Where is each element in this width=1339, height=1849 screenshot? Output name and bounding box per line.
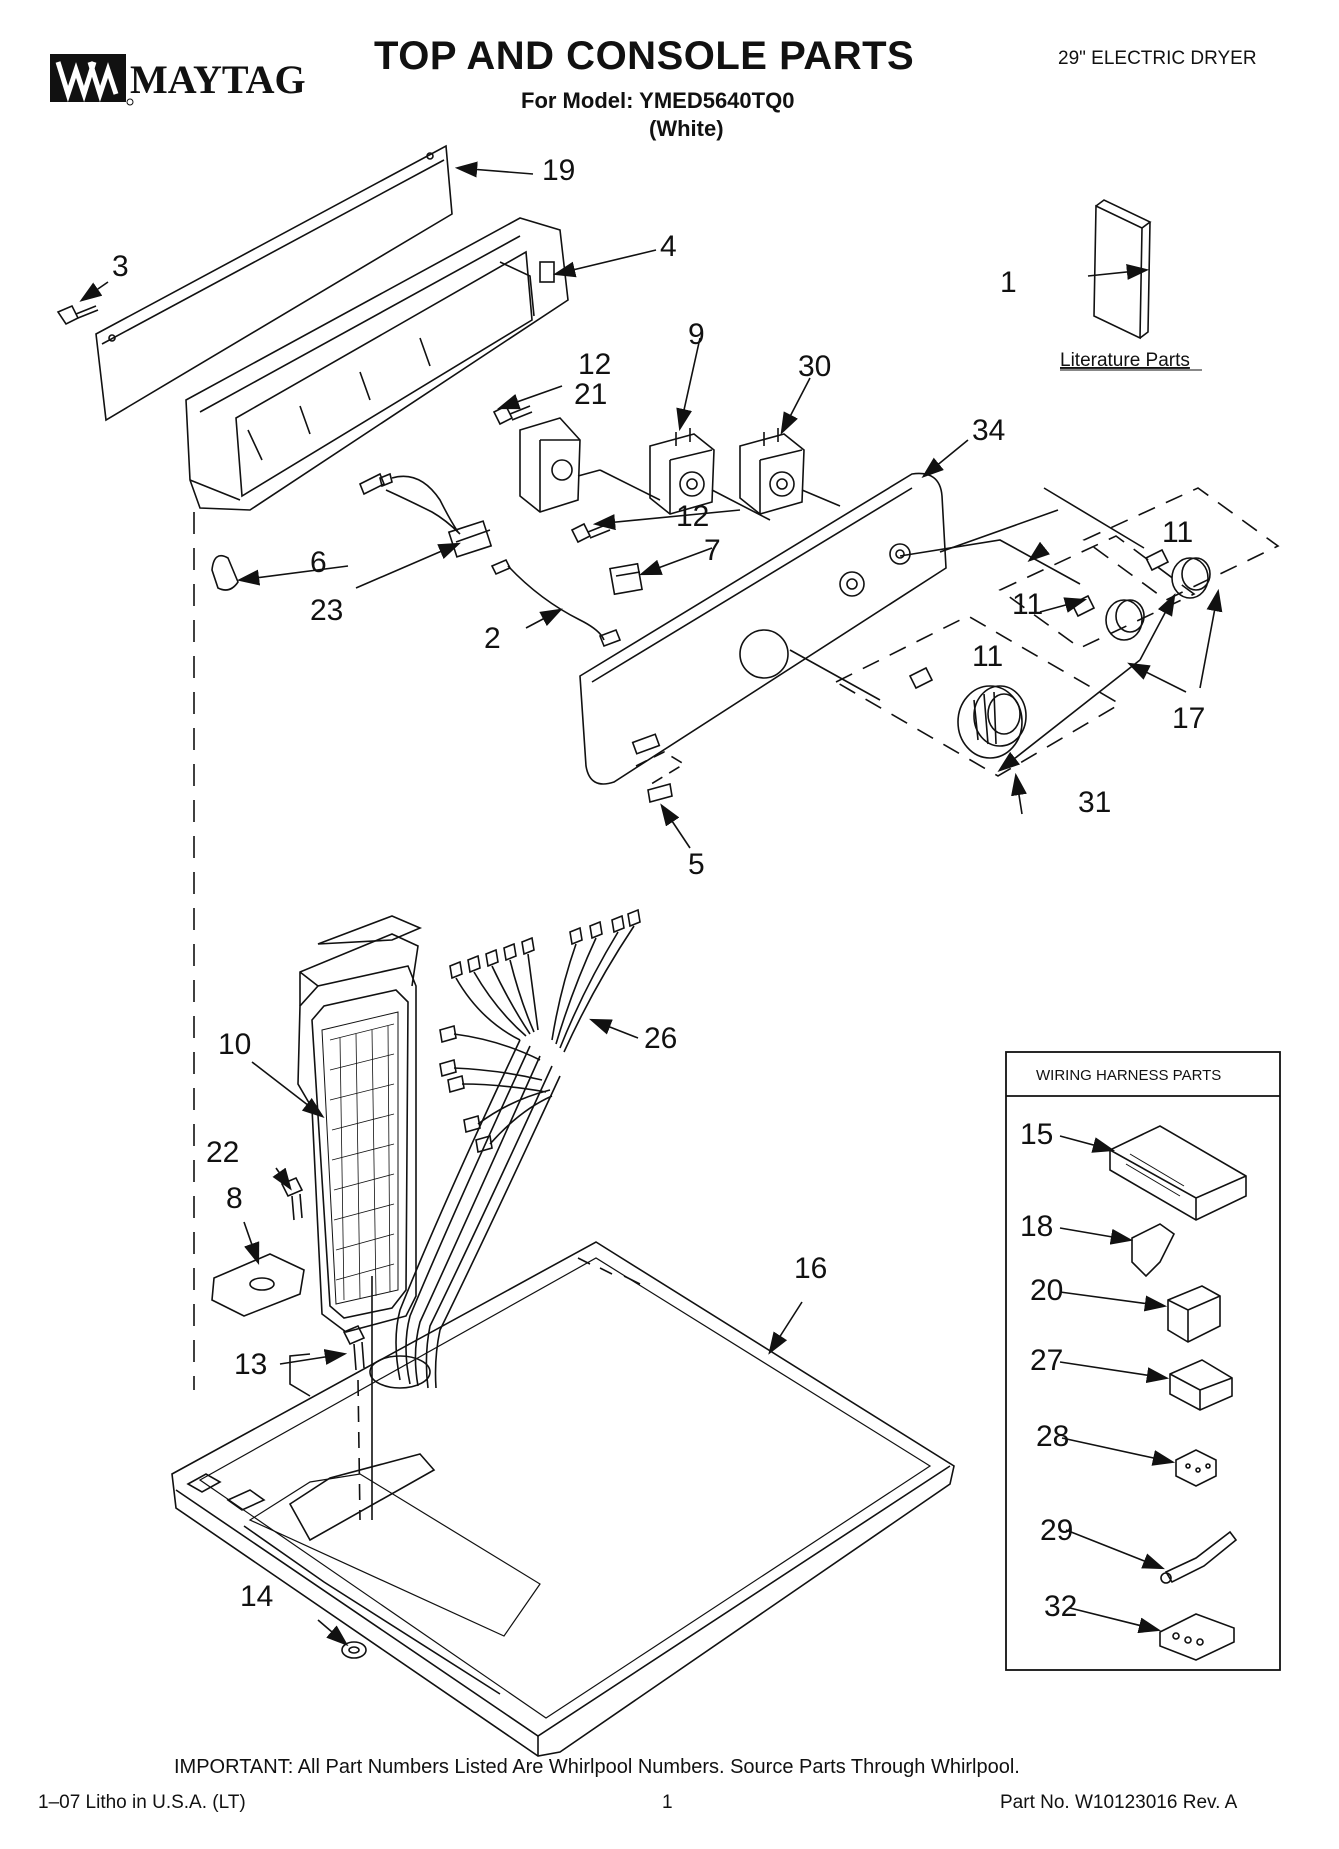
harness-26 [395, 908, 641, 1389]
literature-1 [1093, 199, 1152, 340]
knob-group-17 [998, 487, 1280, 649]
insert-11c [908, 666, 934, 690]
callout-7: 7 [704, 534, 721, 567]
callout-11-lower: 11 [972, 640, 1003, 673]
callout-14: 14 [240, 1580, 273, 1613]
harness-part-29 [1160, 1530, 1238, 1584]
harness-23 [358, 472, 493, 558]
callout-3: 3 [112, 250, 129, 283]
callout-27: 27 [1030, 1344, 1063, 1377]
callout-30: 30 [798, 350, 831, 383]
callout-22: 22 [206, 1136, 239, 1169]
callout-18: 18 [1020, 1210, 1053, 1243]
callout-13: 13 [234, 1348, 267, 1381]
relay-21 [519, 417, 601, 513]
callout-12-upper: 12 [578, 348, 611, 381]
harness-part-27 [1169, 1359, 1233, 1411]
brand-logo: MAYTAG [46, 46, 326, 106]
label-5 [647, 782, 673, 804]
screw-3 [56, 304, 99, 326]
switch-7 [609, 562, 643, 596]
harness-part-32 [1159, 1613, 1235, 1661]
product-type: 29" ELECTRIC DRYER [1058, 48, 1257, 69]
page-title: TOP AND CONSOLE PARTS [374, 34, 915, 78]
insert-11a [1144, 548, 1170, 572]
screw-12-lower [570, 522, 611, 544]
callout-31: 31 [1078, 786, 1111, 819]
callout-12-lower: 12 [676, 500, 709, 533]
top-panel-16 [171, 1241, 955, 1757]
harness-part-18 [1131, 1223, 1176, 1278]
harness-part-15 [1109, 1125, 1247, 1221]
callout-11-upper: 11 [1162, 516, 1193, 549]
model-line: For Model: YMED5640TQ0 [521, 88, 795, 113]
knob-small-lower [1105, 599, 1145, 641]
switch-9 [649, 428, 715, 515]
callout-2: 2 [484, 622, 501, 655]
callout-6: 6 [310, 546, 327, 579]
console-housing-4 [185, 217, 569, 511]
screw-22 [280, 1176, 304, 1221]
callout-10: 10 [218, 1028, 251, 1061]
callout-34: 34 [972, 414, 1005, 447]
insert-11b [1070, 594, 1096, 618]
lint-screen-10 [297, 915, 423, 1333]
callout-28: 28 [1036, 1420, 1069, 1453]
screw-12-upper [492, 404, 533, 426]
litho-note: 1–07 Litho in U.S.A. (LT) [38, 1792, 246, 1813]
callout-4: 4 [660, 230, 677, 263]
callout-29: 29 [1040, 1514, 1073, 1547]
callout-16: 16 [794, 1252, 827, 1285]
knob-large-31 [957, 685, 1027, 759]
color-line: (White) [649, 116, 724, 141]
callout-20: 20 [1030, 1274, 1063, 1307]
callout-11-middle: 11 [1012, 588, 1043, 621]
screw-13 [342, 1324, 366, 1371]
callout-19: 19 [542, 154, 575, 187]
bracket-8 [211, 1253, 305, 1317]
callout-32: 32 [1044, 1590, 1077, 1623]
callout-15: 15 [1020, 1118, 1053, 1151]
callout-26: 26 [644, 1022, 677, 1055]
harness-part-20 [1167, 1285, 1221, 1343]
maytag-logo-icon [50, 54, 134, 106]
wiring-harness-title: WIRING HARNESS PARTS [1036, 1067, 1221, 1084]
wire-2 [490, 558, 622, 648]
harness-part-28 [1175, 1449, 1217, 1487]
part-number: Part No. W10123016 Rev. A [1000, 1792, 1238, 1813]
callout-1: 1 [1000, 266, 1017, 299]
knob-small-upper [1171, 557, 1211, 599]
brand-name: MAYTAG [130, 57, 306, 102]
callout-5: 5 [688, 848, 705, 881]
callout-17: 17 [1172, 702, 1205, 735]
literature-parts-label: Literature Parts [1060, 350, 1190, 371]
callout-9: 9 [688, 318, 705, 351]
callout-21: 21 [574, 378, 607, 411]
harness-parts-box [1005, 1051, 1281, 1671]
important-note: IMPORTANT: All Part Numbers Listed Are W… [174, 1756, 1020, 1778]
callout-8: 8 [226, 1182, 243, 1215]
washer-14 [341, 1641, 367, 1659]
back-panel-19 [95, 144, 453, 422]
clip-6 [211, 554, 239, 591]
callout-23: 23 [310, 594, 343, 627]
knob-group-31 [834, 615, 1122, 777]
switch-30 [739, 428, 805, 515]
page-number: 1 [662, 1792, 673, 1813]
